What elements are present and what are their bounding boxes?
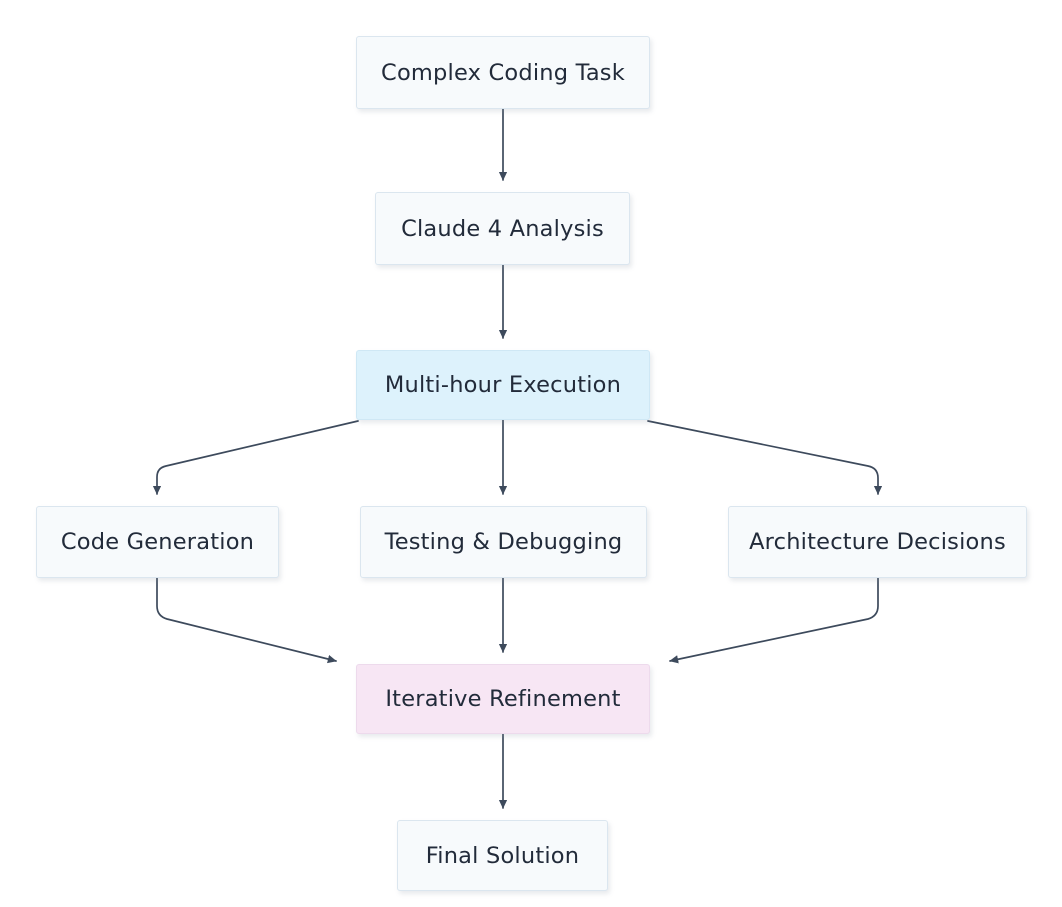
node-final-solution[interactable]: Final Solution (397, 820, 608, 891)
node-claude-4-analysis[interactable]: Claude 4 Analysis (375, 192, 630, 265)
node-label: Final Solution (425, 842, 580, 869)
node-architecture-decisions[interactable]: Architecture Decisions (728, 506, 1027, 578)
edge-code-generation-to-iterative-refinement (156, 577, 337, 664)
node-multi-hour-execution[interactable]: Multi-hour Execution (356, 350, 650, 420)
node-testing-debugging[interactable]: Testing & Debugging (360, 506, 647, 578)
edge-multi-hour-execution-to-architecture-decisions (647, 420, 883, 495)
node-iterative-refinement[interactable]: Iterative Refinement (356, 664, 650, 734)
edge-multi-hour-execution-to-code-generation (152, 420, 359, 495)
node-label: Claude 4 Analysis (401, 215, 604, 242)
node-label: Complex Coding Task (381, 59, 625, 86)
node-label: Code Generation (60, 529, 255, 555)
node-label: Iterative Refinement (385, 686, 621, 712)
node-label: Multi-hour Execution (384, 372, 622, 398)
node-label: Testing & Debugging (384, 529, 623, 555)
edge-architecture-decisions-to-iterative-refinement (669, 577, 879, 664)
node-label: Architecture Decisions (749, 529, 1006, 555)
node-complex-coding-task[interactable]: Complex Coding Task (356, 36, 650, 109)
node-code-generation[interactable]: Code Generation (36, 506, 279, 578)
